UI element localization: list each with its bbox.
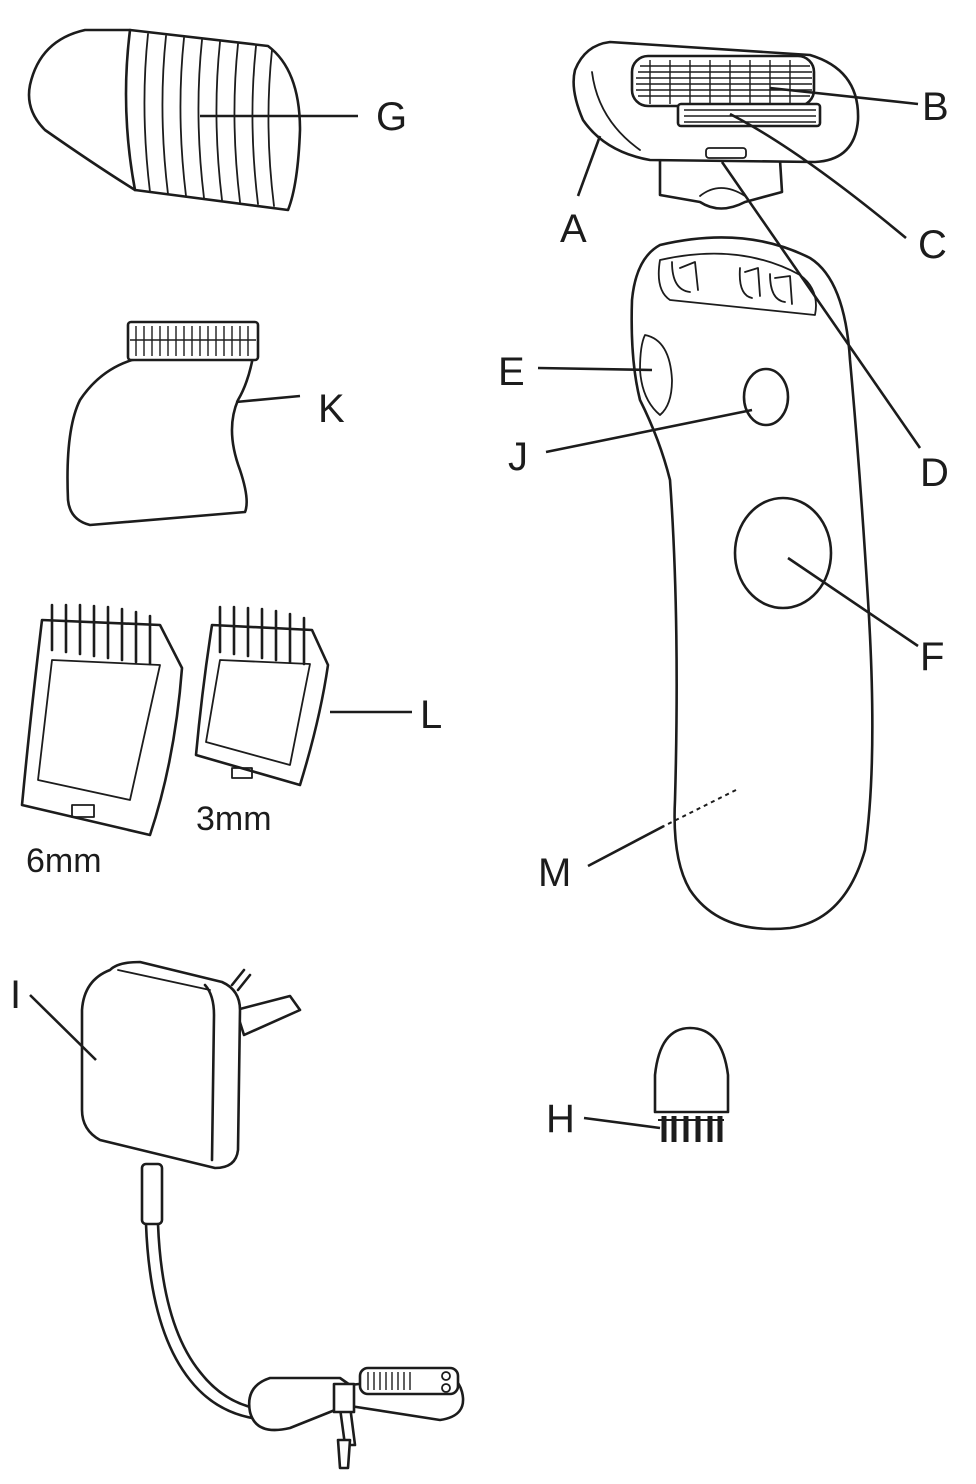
label-h: H — [546, 1097, 575, 1141]
leader-line-f — [787, 556, 919, 648]
label-g: G — [376, 95, 407, 139]
label-b: B — [922, 85, 949, 129]
leader-line-d — [720, 161, 922, 449]
leader-line-j — [545, 408, 753, 454]
shaver-head-a — [572, 40, 860, 210]
cleaning-brush-h — [653, 1026, 730, 1142]
label-d: D — [920, 451, 949, 495]
leader-line-h — [583, 1116, 661, 1130]
leader-line-e — [537, 366, 653, 372]
trimmer-head-k — [66, 320, 260, 527]
label-3mm: 3mm — [196, 800, 272, 838]
leader-line-c — [729, 112, 907, 240]
label-k: K — [318, 387, 345, 431]
leader-line-b — [769, 86, 919, 106]
label-a: A — [560, 207, 587, 251]
label-f: F — [920, 635, 944, 679]
label-e: E — [498, 350, 525, 394]
leader-line-a — [576, 135, 602, 197]
comb-attachment-g — [27, 28, 302, 212]
guide-comb-3mm — [194, 605, 330, 787]
label-i: I — [10, 973, 21, 1017]
label-c: C — [918, 223, 947, 267]
charger-adapter-i — [80, 960, 465, 1470]
leader-line-m — [587, 824, 665, 868]
leader-line-k — [235, 394, 301, 404]
shaver-body — [630, 236, 874, 931]
label-l: L — [420, 693, 442, 737]
label-6mm: 6mm — [26, 842, 102, 880]
guide-comb-6mm — [20, 603, 184, 837]
label-m: M — [538, 851, 571, 895]
leader-line-i — [29, 994, 97, 1061]
label-j: J — [508, 435, 528, 479]
